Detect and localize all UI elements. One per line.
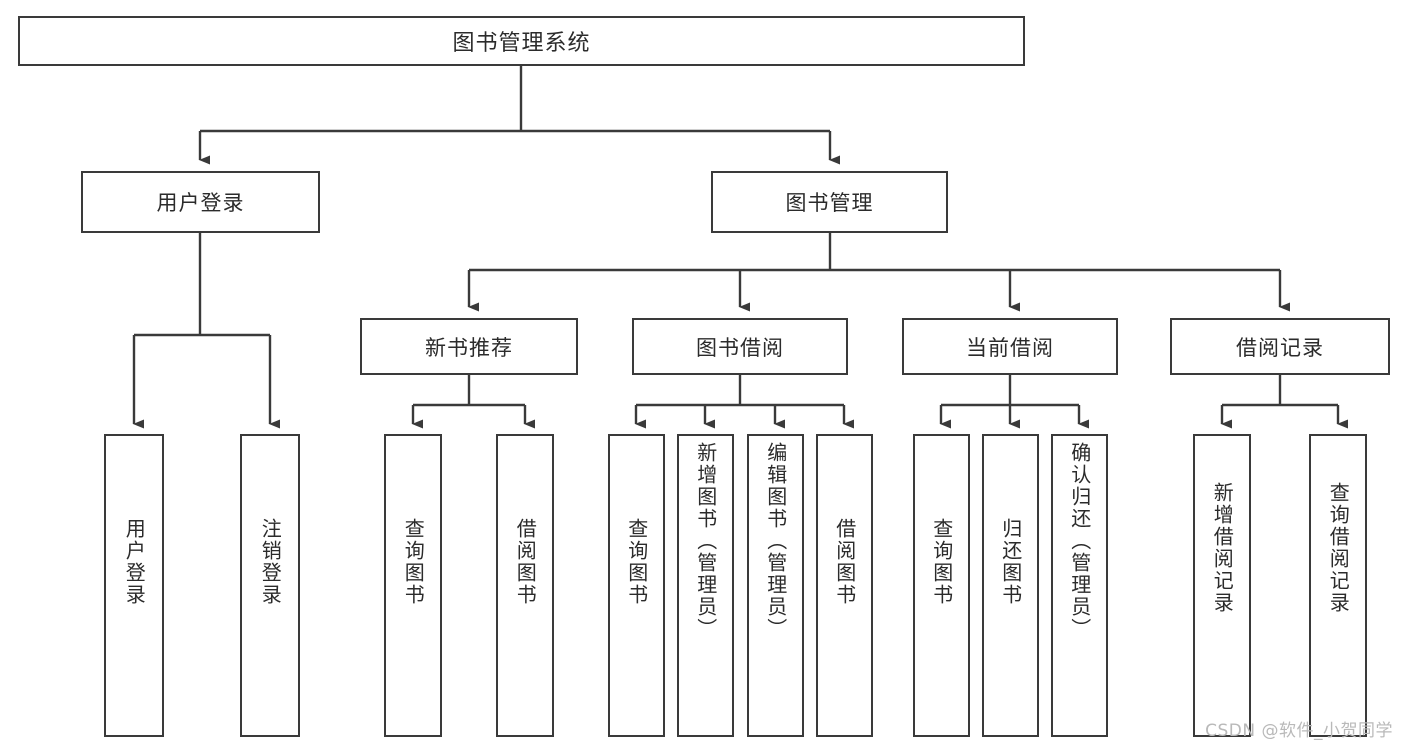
watermark: CSDN @软件_小贺同学 [1205,721,1393,741]
node-current-borrow[interactable]: 当前借阅 [902,318,1118,375]
node-label: 查询图书 [929,518,954,606]
node-label: 查询图书 [401,518,426,606]
node-root-system[interactable]: 图书管理系统 [18,16,1025,66]
node-borrow-records[interactable]: 借阅记录 [1170,318,1390,375]
node-label: 图书管理 [785,191,874,215]
node-label: 用户登录 [122,518,147,606]
leaf-user-logout[interactable]: 注销登录 [240,434,300,737]
leaf-edit-book-admin[interactable]: 编辑图书（管理员） [747,434,804,737]
node-label: 归还图书 [998,518,1023,606]
node-label: 编辑图书（管理员） [763,442,788,640]
leaf-query-book-current[interactable]: 查询图书 [913,434,970,737]
node-label: 图书管理系统 [452,31,591,56]
leaf-add-borrow-record[interactable]: 新增借阅记录 [1193,434,1251,737]
leaf-query-book-recommend[interactable]: 查询图书 [384,434,442,737]
node-label: 借阅图书 [832,518,857,606]
node-label: 图书借阅 [696,335,784,360]
node-new-book-recommend[interactable]: 新书推荐 [360,318,578,375]
leaf-query-book-borrow[interactable]: 查询图书 [608,434,665,737]
node-label: 借阅记录 [1236,335,1324,360]
leaf-user-login[interactable]: 用户登录 [104,434,164,737]
leaf-query-borrow-record[interactable]: 查询借阅记录 [1309,434,1367,737]
node-label: 查询图书 [624,518,649,606]
leaf-borrow-book-recommend[interactable]: 借阅图书 [496,434,554,737]
node-label: 用户登录 [156,191,245,215]
node-label: 当前借阅 [966,335,1054,360]
node-label: 新书推荐 [425,335,513,360]
node-book-management[interactable]: 图书管理 [711,171,948,233]
node-label: 注销登录 [258,518,283,606]
node-label: 查询借阅记录 [1326,482,1351,614]
node-label: 新增图书（管理员） [693,442,718,640]
leaf-return-book[interactable]: 归还图书 [982,434,1039,737]
node-label: 借阅图书 [513,518,538,606]
node-user-login[interactable]: 用户登录 [81,171,320,233]
node-book-borrow[interactable]: 图书借阅 [632,318,848,375]
node-label: 确认归还（管理员） [1067,442,1092,640]
node-label: 新增借阅记录 [1210,482,1235,614]
leaf-confirm-return-admin[interactable]: 确认归还（管理员） [1051,434,1108,737]
leaf-add-book-admin[interactable]: 新增图书（管理员） [677,434,734,737]
leaf-borrow-book[interactable]: 借阅图书 [816,434,873,737]
